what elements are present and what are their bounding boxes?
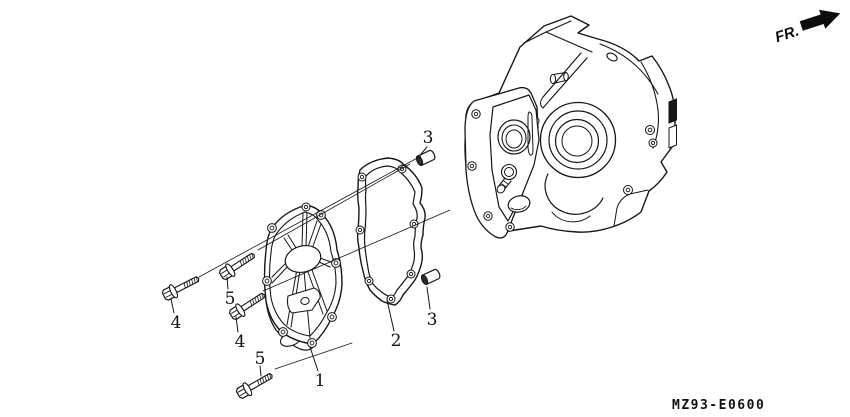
callout-1: 1 bbox=[315, 371, 326, 391]
side-cover-drawing bbox=[262, 202, 343, 351]
callout-4-middle: 4 bbox=[235, 332, 246, 352]
callout-leader-lines bbox=[170, 146, 431, 377]
callout-4-left: 4 bbox=[171, 313, 182, 333]
dowel-pin-bottom bbox=[419, 267, 442, 286]
bolt-5-lower bbox=[234, 368, 277, 402]
fr-arrow-icon bbox=[799, 9, 841, 31]
bolt-5-upper bbox=[216, 248, 259, 283]
fr-direction-indicator: FR. bbox=[773, 9, 841, 46]
bolt-4-left bbox=[160, 271, 203, 304]
callout-5-upper: 5 bbox=[225, 289, 236, 309]
callout-5-lower: 5 bbox=[255, 349, 266, 369]
diagram-code: MZ93-E0600 bbox=[672, 398, 765, 413]
case-edge-tab bbox=[668, 98, 677, 124]
callout-2: 2 bbox=[391, 331, 402, 351]
callout-3-top: 3 bbox=[423, 128, 434, 148]
gasket-drawing bbox=[355, 157, 426, 306]
transmission-case-drawing bbox=[464, 15, 677, 239]
fr-label: FR. bbox=[773, 22, 801, 46]
callout-3-bottom: 3 bbox=[427, 310, 438, 330]
